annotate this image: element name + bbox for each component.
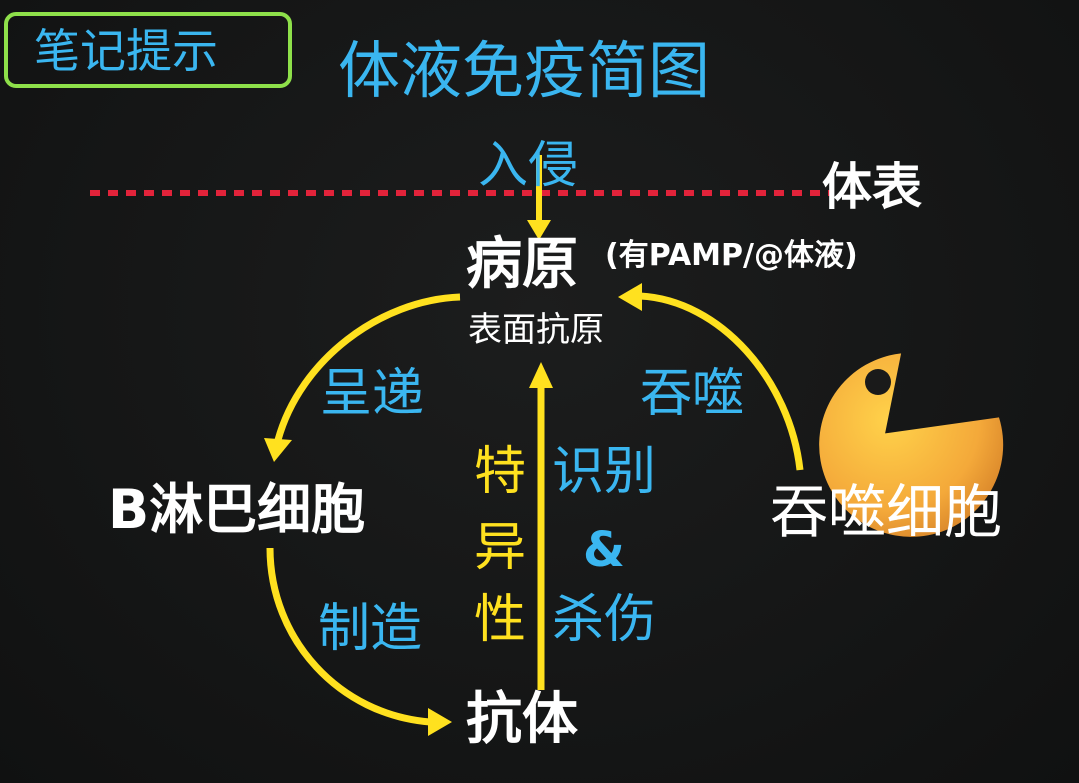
page-title: 体液免疫简图 (338, 34, 711, 107)
antibody-node: 抗体 (466, 687, 578, 752)
b-cell-node: B淋巴细胞 (108, 478, 366, 541)
specificity-char-2: 异 (474, 518, 527, 578)
surface-antigen-label: 表面抗原 (468, 310, 604, 350)
body-surface-label: 体表 (822, 158, 922, 216)
present-label: 呈递 (320, 364, 425, 424)
phagocyte-node: 吞噬细胞 (770, 478, 1003, 546)
invasion-label: 入侵 (478, 136, 578, 194)
present-arrow (264, 293, 461, 462)
pacman-icon (819, 353, 1004, 537)
invasion-arrow (527, 155, 551, 240)
note-badge: 笔记提示 (4, 12, 292, 88)
recognize-kill-arrow (529, 362, 553, 690)
pathogen-node: 病原 (466, 232, 578, 297)
produce-label: 制造 (318, 599, 423, 659)
note-badge-label: 笔记提示 (34, 24, 218, 78)
recognize-label: 识别 (552, 442, 657, 502)
produce-arrow (266, 547, 452, 736)
and-label: & (583, 522, 625, 578)
phagocytose-label: 吞噬 (640, 364, 745, 424)
phagocytose-arrow (618, 283, 804, 471)
specificity-char-3: 性 (474, 590, 527, 650)
kill-label: 杀伤 (552, 590, 657, 650)
pathogen-note: (有PAMP/@体液) (605, 238, 858, 273)
specificity-char-1: 特 (474, 442, 527, 502)
